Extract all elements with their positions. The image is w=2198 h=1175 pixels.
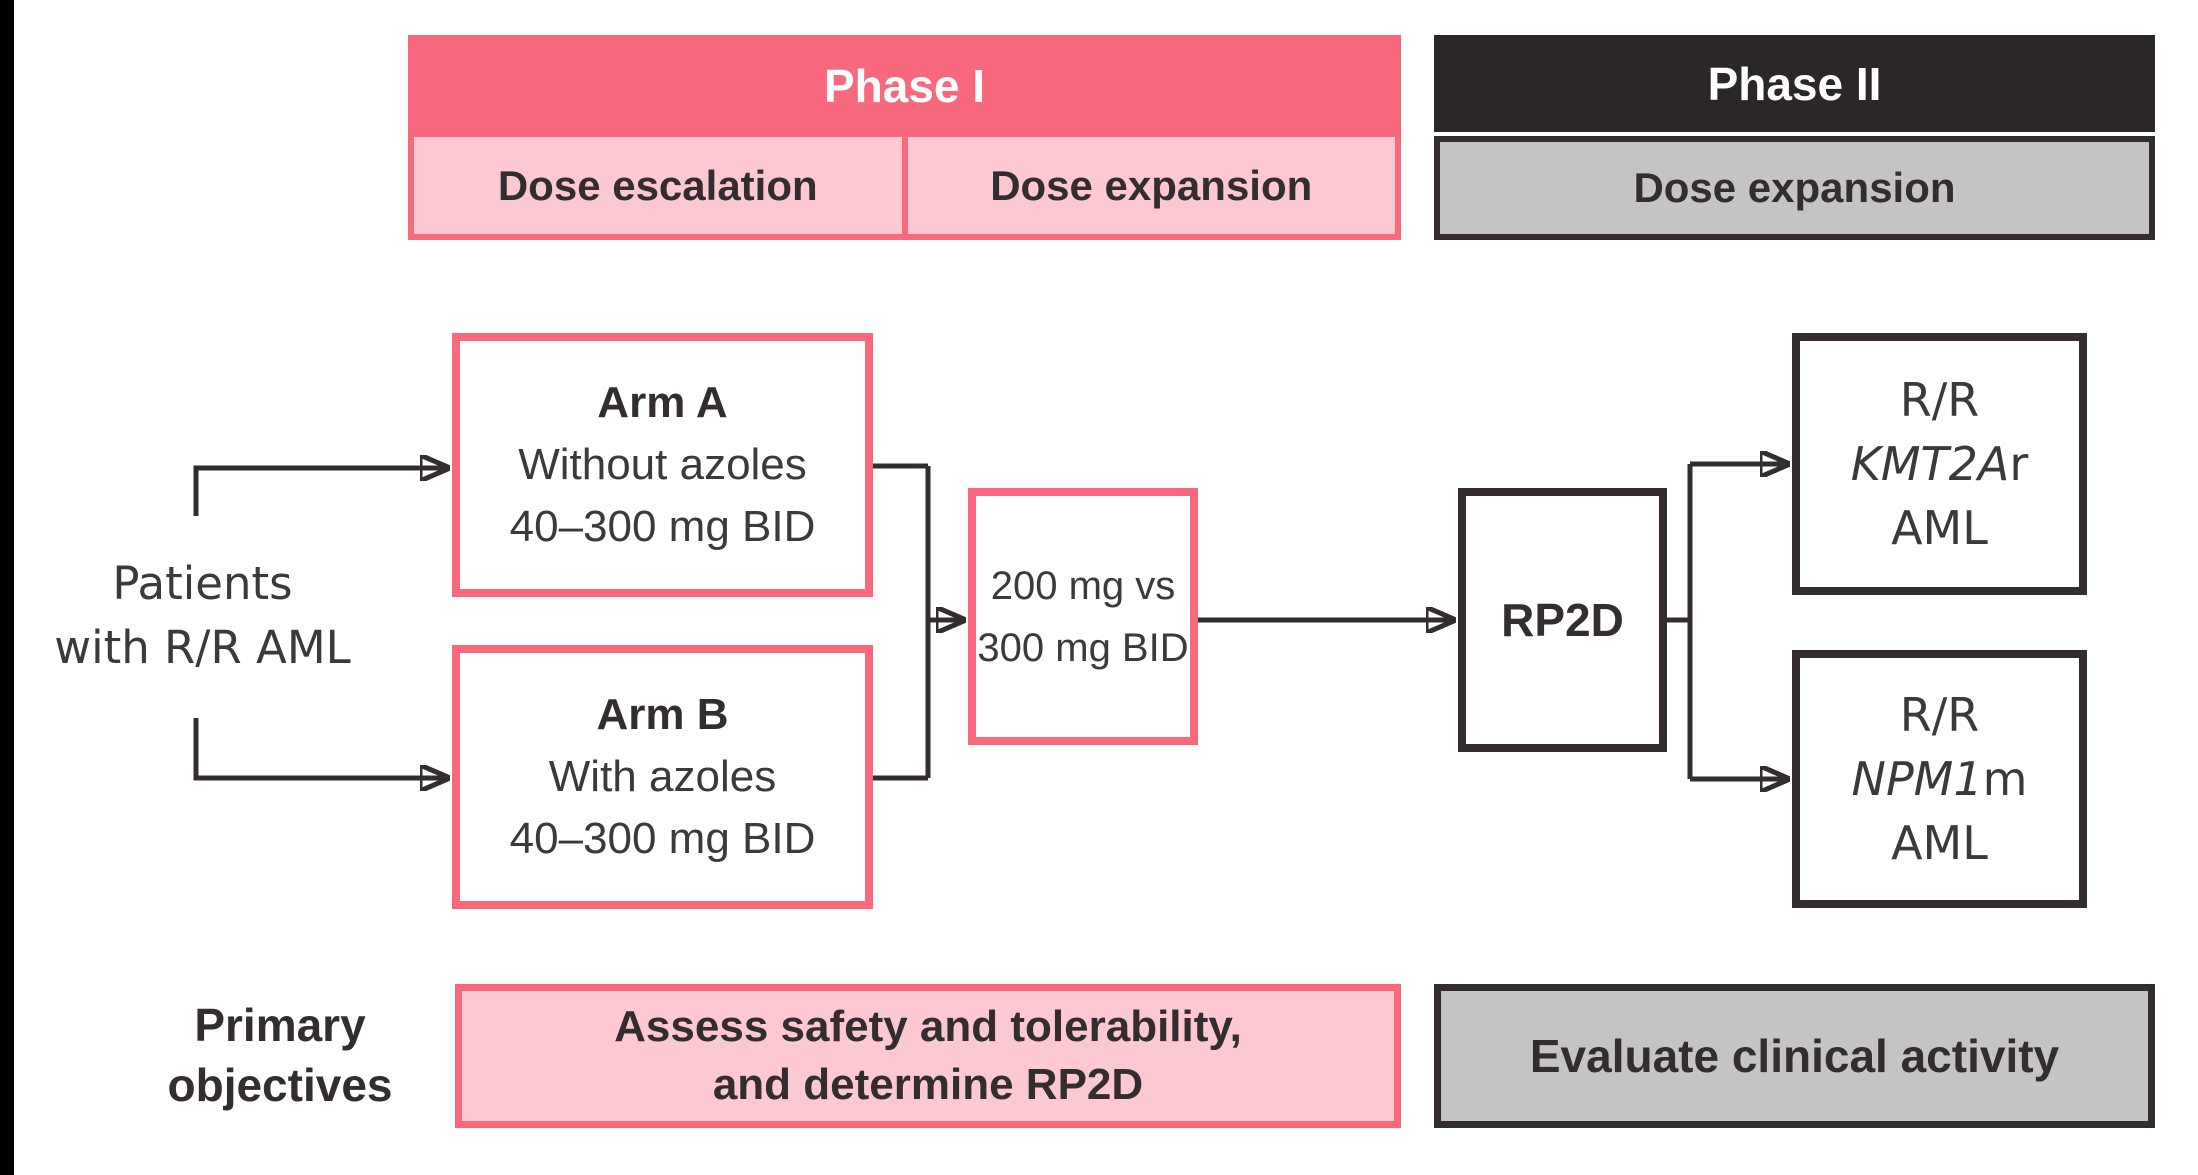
- patients-label-line2: with R/R AML: [54, 621, 351, 674]
- phase1-subheader-row: Dose escalation Dose expansion: [414, 137, 1395, 234]
- connector-patients-to-arm-b: [193, 718, 449, 778]
- phase1-title: Phase I: [823, 60, 986, 112]
- npm1-gene-italic: NPM1: [1851, 752, 1983, 806]
- primary-objectives-line2: objectives: [167, 1059, 393, 1111]
- phase2-dose-expansion-cell: Dose expansion: [1434, 136, 2155, 240]
- patients-label: Patients with R/R AML: [15, 552, 390, 680]
- phase2-objective-text: Evaluate clinical activity: [1529, 1030, 2060, 1082]
- arm-a-dose: 40–300 mg BID: [509, 502, 816, 551]
- kmt2a-gene-italic: KMT2A: [1850, 437, 2010, 491]
- arm-b-title: Arm B: [596, 690, 729, 739]
- phase2-title: Phase II: [1434, 35, 2155, 132]
- rp2d-label: RP2D: [1501, 594, 1624, 646]
- phase2-objective-box: Evaluate clinical activity: [1434, 984, 2155, 1128]
- arm-a-box: Arm A Without azoles 40–300 mg BID: [452, 333, 873, 597]
- dose-comparison-line2: 300 mg BID: [977, 625, 1189, 670]
- phase1-objective-box: Assess safety and tolerability, and dete…: [455, 984, 1401, 1128]
- phase1-objective-line1: Assess safety and tolerability,: [614, 1002, 1242, 1051]
- left-edge-bar: [0, 0, 14, 1175]
- arm-b-dose: 40–300 mg BID: [509, 814, 816, 863]
- cohort-kmt2ar-status: R/R: [1899, 373, 1980, 427]
- npm1-gene-suffix: m: [1982, 752, 2028, 806]
- connector-patients-to-arm-a: [193, 468, 449, 516]
- phase1-dose-expansion-cell: Dose expansion: [907, 137, 1395, 234]
- arm-b-desc: With azoles: [548, 752, 777, 801]
- kmt2a-gene-suffix: r: [2009, 437, 2029, 491]
- primary-objectives-label: Primary objectives: [105, 995, 455, 1115]
- phase1-header-block: Phase I Dose escalation Dose expansion: [408, 35, 1401, 240]
- dose-comparison-line1: 200 mg vs: [990, 563, 1176, 608]
- arm-a-title: Arm A: [597, 378, 728, 427]
- cohort-npm1m-disease: AML: [1891, 816, 1988, 870]
- dose-comparison-box: 200 mg vs 300 mg BID: [968, 488, 1198, 745]
- arm-b-box: Arm B With azoles 40–300 mg BID: [452, 645, 873, 909]
- cohort-npm1m-box: R/R NPM1m AML: [1792, 650, 2087, 908]
- cohort-npm1m-status: R/R: [1899, 688, 1980, 742]
- phase1-dose-escalation-cell: Dose escalation: [414, 137, 902, 234]
- phase1-objective-line2: and determine RP2D: [712, 1060, 1144, 1109]
- cohort-kmt2ar-gene-line: KMT2Ar: [1851, 432, 2029, 496]
- arm-a-desc: Without azoles: [518, 440, 807, 489]
- cohort-kmt2ar-disease: AML: [1891, 501, 1988, 555]
- patients-label-line1: Patients: [112, 557, 293, 610]
- cohort-npm1m-gene-line: NPM1m: [1852, 747, 2028, 811]
- primary-objectives-line1: Primary: [194, 999, 366, 1051]
- rp2d-box: RP2D: [1458, 488, 1667, 752]
- cohort-kmt2ar-box: R/R KMT2Ar AML: [1792, 333, 2087, 595]
